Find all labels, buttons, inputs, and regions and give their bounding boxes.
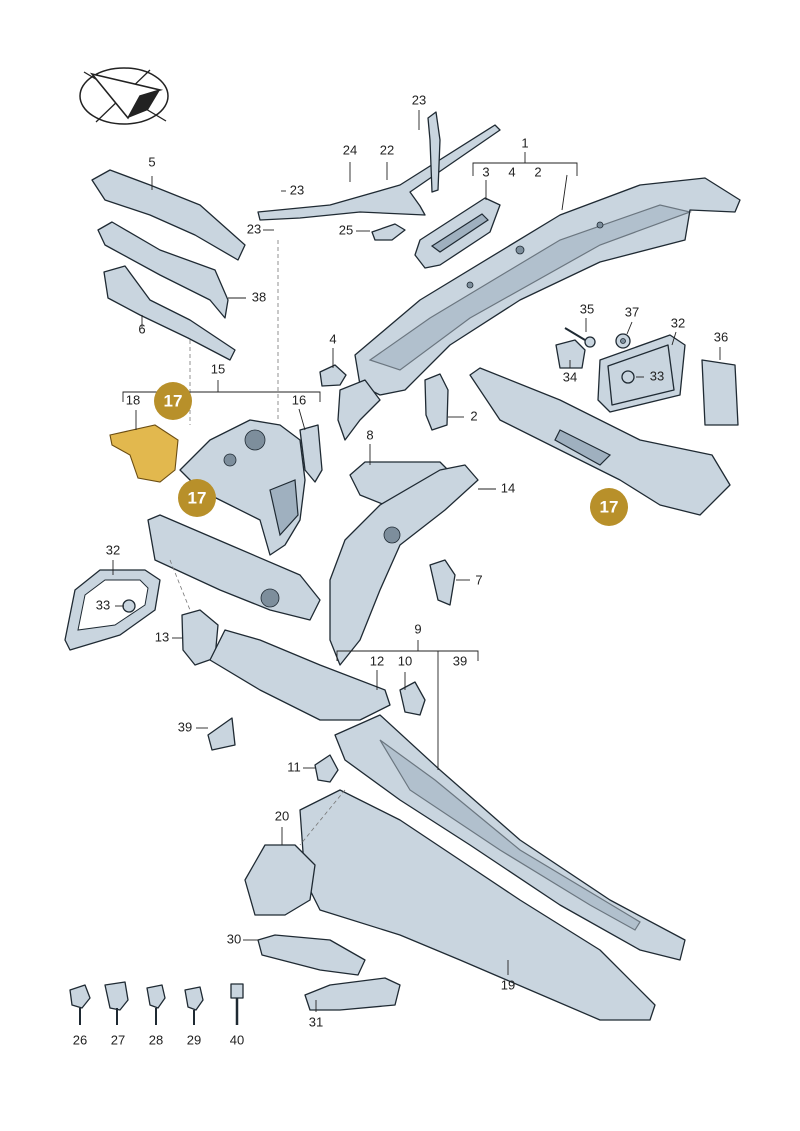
part-9-long-rail <box>334 714 686 961</box>
part-20-bracket <box>244 844 316 916</box>
callout-39: 39 <box>178 719 192 734</box>
callout-2: 2 <box>470 408 477 423</box>
callout-9: 9 <box>414 621 421 636</box>
callout-23: 23 <box>412 92 426 107</box>
fastener-27-icon <box>104 981 129 1025</box>
fastener-40-icon <box>230 983 244 1025</box>
part-34-bracket <box>555 339 586 369</box>
callout-10: 10 <box>398 653 412 668</box>
part-25-bracket <box>371 223 406 241</box>
callout-15: 15 <box>211 361 225 376</box>
part-33-bolt-right <box>621 370 635 384</box>
leader-lines <box>112 110 721 1012</box>
callout-33: 33 <box>96 597 110 612</box>
part-4-bracket <box>319 364 347 387</box>
callout-34: 34 <box>563 369 577 384</box>
callout-29: 29 <box>187 1032 201 1047</box>
fastener-26-icon <box>69 984 91 1025</box>
callout-11: 11 <box>287 759 301 774</box>
callout-2: 2 <box>534 164 541 179</box>
part-10-bracket <box>399 681 426 716</box>
part-3-bracket <box>414 197 501 269</box>
callout-12: 12 <box>370 653 384 668</box>
direction-arrow-icon <box>79 67 169 125</box>
part-14-member <box>329 464 479 666</box>
svg-text:17: 17 <box>600 498 619 517</box>
callout-35: 35 <box>580 301 594 316</box>
callout-25: 25 <box>339 222 353 237</box>
fastener-29-icon <box>184 986 204 1025</box>
part-39-bracket <box>207 717 236 751</box>
callout-33: 33 <box>650 368 664 383</box>
part-37-nut <box>615 333 631 349</box>
part-30-bracket <box>257 934 366 976</box>
part-32-frame-right <box>597 334 686 413</box>
callout-38: 38 <box>252 289 266 304</box>
callout-4: 4 <box>508 164 515 179</box>
badge-17-right: 17 <box>590 488 628 526</box>
part-22-cross-brace <box>257 111 501 221</box>
fastener-28-icon <box>146 984 166 1025</box>
part-1-upper-crossmember <box>337 177 741 441</box>
part-15-strut-tower <box>179 419 306 556</box>
callout-24: 24 <box>343 142 357 157</box>
callout-32: 32 <box>671 315 685 330</box>
part-36-block <box>701 359 739 426</box>
part-2-bracket <box>424 373 449 431</box>
callout-14: 14 <box>501 480 515 495</box>
callout-36: 36 <box>714 329 728 344</box>
part-32-frame-left <box>64 569 161 651</box>
part-11-bracket <box>314 754 339 783</box>
part-18-highlighted <box>109 424 179 483</box>
callout-3: 3 <box>482 164 489 179</box>
callout-20: 20 <box>275 808 289 823</box>
part-38-rail <box>97 221 229 319</box>
callout-28: 28 <box>149 1032 163 1047</box>
part-19-floor-rail <box>299 789 656 1021</box>
part-35-screw <box>564 327 596 348</box>
callout-8: 8 <box>366 427 373 442</box>
callout-16: 16 <box>292 392 306 407</box>
svg-text:17: 17 <box>188 489 207 508</box>
callout-18: 18 <box>126 392 140 407</box>
callout-23: 23 <box>247 221 261 236</box>
callout-39: 39 <box>453 653 467 668</box>
callout-7: 7 <box>475 572 482 587</box>
callout-27: 27 <box>111 1032 125 1047</box>
callout-22: 22 <box>380 142 394 157</box>
callout-26: 26 <box>73 1032 87 1047</box>
part-5-rail <box>91 169 246 261</box>
callout-40: 40 <box>230 1032 244 1047</box>
part-7-bracket <box>429 559 456 606</box>
part-17-right-rail <box>469 367 731 516</box>
callout-31: 31 <box>309 1014 323 1029</box>
callout-labels: 1 2 2 3 4 4 5 6 7 8 9 10 11 12 13 14 15 … <box>73 92 728 1047</box>
svg-text:17: 17 <box>164 392 183 411</box>
callout-4: 4 <box>329 331 336 346</box>
callout-30: 30 <box>227 931 241 946</box>
callout-23: 23 <box>290 182 304 197</box>
badge-17-mid-left: 17 <box>178 479 216 517</box>
callout-1: 1 <box>521 135 528 150</box>
alignment-guides <box>169 240 346 846</box>
callout-5: 5 <box>148 154 155 169</box>
callout-32: 32 <box>106 542 120 557</box>
callout-37: 37 <box>625 304 639 319</box>
badge-17-top-left: 17 <box>154 382 192 420</box>
part-17-left-rail <box>147 514 321 621</box>
part-6-rail <box>103 265 236 361</box>
part-33-bolt-left <box>122 599 136 613</box>
callout-13: 13 <box>155 629 169 644</box>
part-12-member <box>209 629 391 721</box>
part-16-bracket <box>299 424 323 483</box>
part-31-bracket <box>304 977 401 1011</box>
callout-6: 6 <box>138 321 145 336</box>
callout-19: 19 <box>501 977 515 992</box>
